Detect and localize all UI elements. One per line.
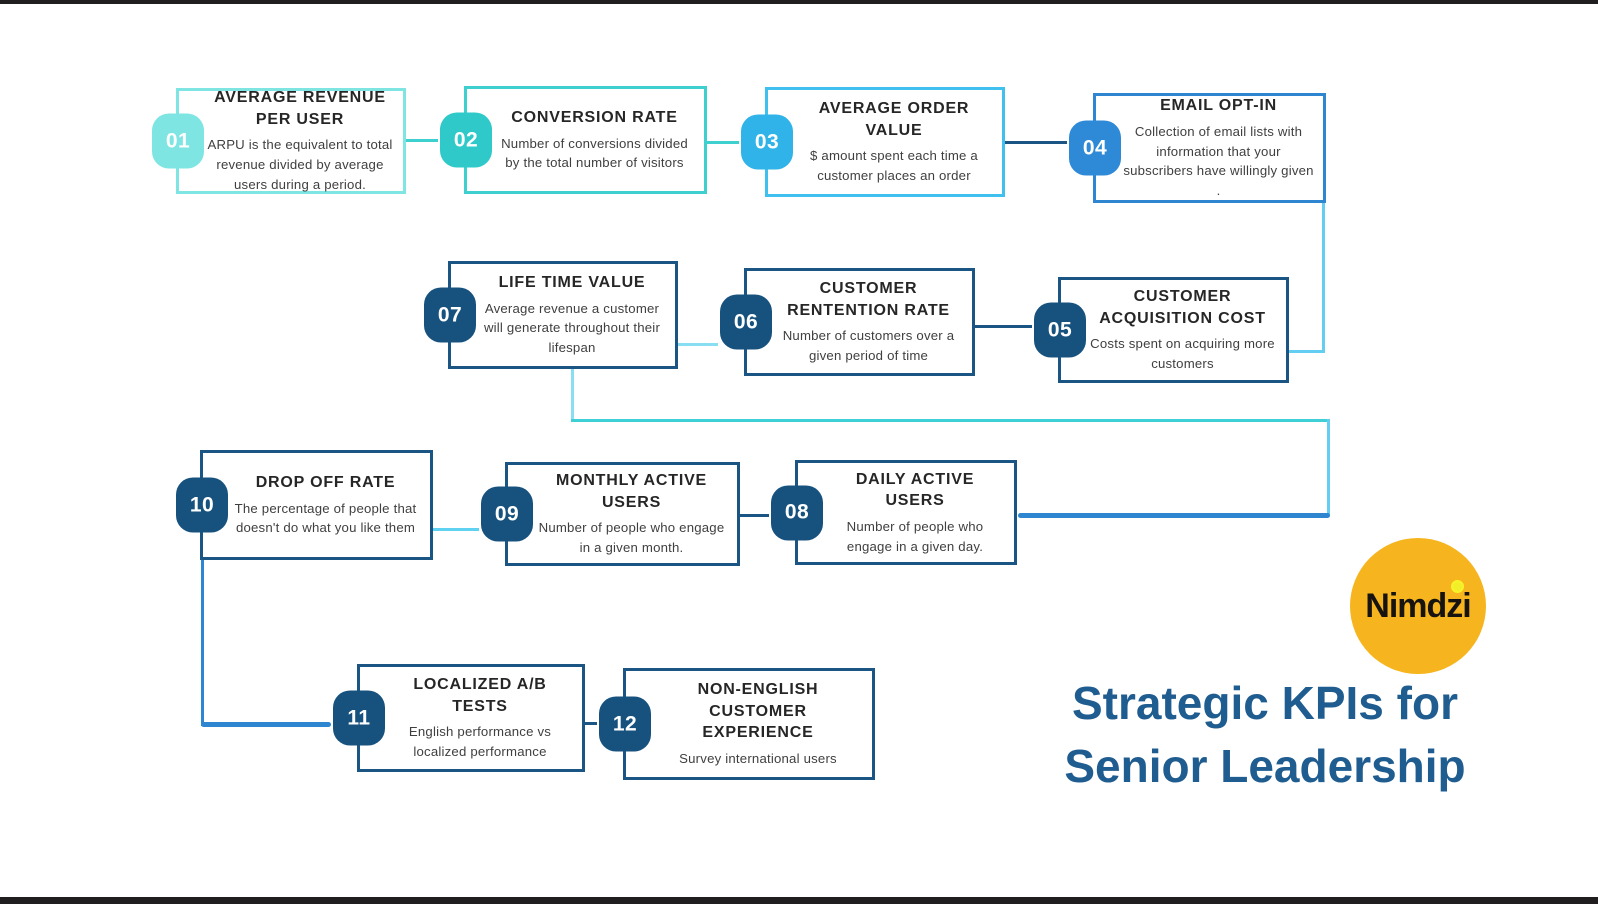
kpi-box-daily-active-users: 08 DAILY ACTIVE USERS Number of people w…: [771, 460, 1017, 565]
kpi-description-09: Number of people who engage in a given m…: [538, 520, 725, 556]
kpi-title-02: CONVERSION RATE: [511, 108, 678, 126]
connector-line-10-09: [433, 528, 479, 531]
kpi-title-07: LIFE TIME VALUE: [498, 274, 646, 291]
kpi-number-badge-08: 08: [771, 485, 823, 540]
kpi-box-life-time-value: 07 LIFE TIME VALUE Average revenue a cus…: [424, 261, 678, 369]
kpi-box-email-opt-in: 04 EMAIL OPT-IN Collection of email list…: [1069, 93, 1326, 203]
kpi-description-01: ARPU is the equivalent to total revenue …: [207, 137, 393, 192]
kpi-description-12: Survey international users: [679, 750, 837, 766]
kpi-number-badge-01: 01: [152, 113, 204, 169]
connector-line-07-06: [678, 343, 718, 346]
kpi-title-06: CUSTOMER RENTENTION RATE: [787, 280, 950, 319]
kpi-box-localized-ab-tests: 11 LOCALIZED A/B TESTS English performan…: [333, 664, 585, 772]
connector-line-to-08: [1018, 513, 1330, 518]
nimdzi-logo-text: Nimdzi: [1365, 586, 1471, 625]
kpi-title-03: AVERAGE ORDER VALUE: [818, 100, 970, 139]
kpi-number-badge-07: 07: [424, 287, 476, 343]
kpi-number-badge-11: 11: [333, 690, 385, 746]
bottom-border-bar: [0, 897, 1598, 904]
top-border-bar: [0, 0, 1598, 4]
connector-line-09-08: [740, 514, 769, 517]
kpi-title-11: LOCALIZED A/B TESTS: [413, 676, 547, 715]
kpi-description-06: Number of customers over a given period …: [782, 328, 955, 364]
kpi-number-badge-05: 05: [1034, 302, 1086, 358]
connector-line-03-04: [1005, 141, 1067, 144]
kpi-box-non-english-customer-experience: 12 NON-ENGLISH CUSTOMER EXPERIENCE Surve…: [599, 668, 875, 780]
kpi-box-customer-retention-rate: 06 CUSTOMER RENTENTION RATE Number of cu…: [720, 268, 975, 376]
kpi-number-badge-10: 10: [176, 477, 228, 533]
kpi-number-badge-03: 03: [741, 114, 793, 170]
connector-line-04-down: [1322, 203, 1325, 353]
kpi-title-10: DROP OFF RATE: [255, 473, 396, 491]
connector-line-10-to-11: [201, 722, 331, 727]
connector-line-06-05: [975, 325, 1032, 328]
kpi-number-badge-04: 04: [1069, 120, 1121, 176]
kpi-box-drop-off-rate: 10 DROP OFF RATE The percentage of peopl…: [176, 450, 433, 560]
kpi-title-08: DAILY ACTIVE USERS: [855, 470, 975, 510]
main-title-line1: Strategic KPIs for: [1072, 677, 1458, 729]
main-title-line2: Senior Leadership: [1064, 740, 1466, 793]
kpi-description-03: $ amount spent each time a customer plac…: [810, 148, 978, 184]
connector-line-10-down: [201, 560, 204, 726]
kpi-number-badge-09: 09: [481, 486, 533, 542]
kpi-title-09: MONTHLY ACTIVE USERS: [555, 472, 708, 511]
kpi-description-07: Average revenue a customer will generate…: [483, 300, 661, 356]
connector-line-04-to-05: [1289, 350, 1325, 353]
kpi-box-average-revenue-per-user: 01 AVERAGE REVENUE PER USER ARPU is the …: [152, 88, 406, 194]
kpi-description-02: Number of conversions divided by the tot…: [501, 135, 688, 171]
kpi-number-badge-02: 02: [440, 112, 492, 168]
kpi-number-badge-06: 06: [720, 294, 772, 350]
kpi-description-05: Costs spent on acquiring more customers: [1090, 336, 1275, 372]
main-title: Strategic KPIs for Senior Leadership: [1020, 672, 1510, 799]
connector-line-11-12: [585, 722, 597, 725]
kpi-box-monthly-active-users: 09 MONTHLY ACTIVE USERS Number of people…: [481, 462, 740, 566]
connector-line-row2-row3: [571, 419, 1330, 422]
connector-line-07-down: [571, 369, 574, 421]
kpi-description-10: The percentage of people that doesn't do…: [234, 500, 417, 536]
kpi-description-08: Number of people who engage in a given d…: [846, 518, 984, 554]
kpi-number-badge-12: 12: [599, 696, 651, 752]
kpi-title-04: EMAIL OPT-IN: [1160, 97, 1277, 115]
kpi-description-04: Collection of email lists with informati…: [1123, 123, 1314, 199]
logo-i-dot-icon: [1451, 580, 1464, 593]
kpi-title-12: NON-ENGLISH CUSTOMER EXPERIENCE: [697, 681, 819, 742]
connector-line-02-03: [707, 141, 739, 144]
kpi-box-average-order-value: 03 AVERAGE ORDER VALUE $ amount spent ea…: [741, 87, 1005, 197]
connector-line-right-down: [1327, 419, 1330, 515]
kpi-title-05: CUSTOMER ACQUISITION COST: [1099, 288, 1266, 327]
kpi-box-customer-acquisition-cost: 05 CUSTOMER ACQUISITION COST Costs spent…: [1034, 277, 1289, 383]
nimdzi-logo: Nimdzi: [1350, 538, 1486, 674]
kpi-description-11: English performance vs localized perform…: [408, 724, 552, 760]
kpi-box-conversion-rate: 02 CONVERSION RATE Number of conversions…: [440, 86, 707, 194]
connector-line-01-02: [406, 139, 438, 142]
kpi-title-01: AVERAGE REVENUE PER USER: [214, 89, 386, 128]
